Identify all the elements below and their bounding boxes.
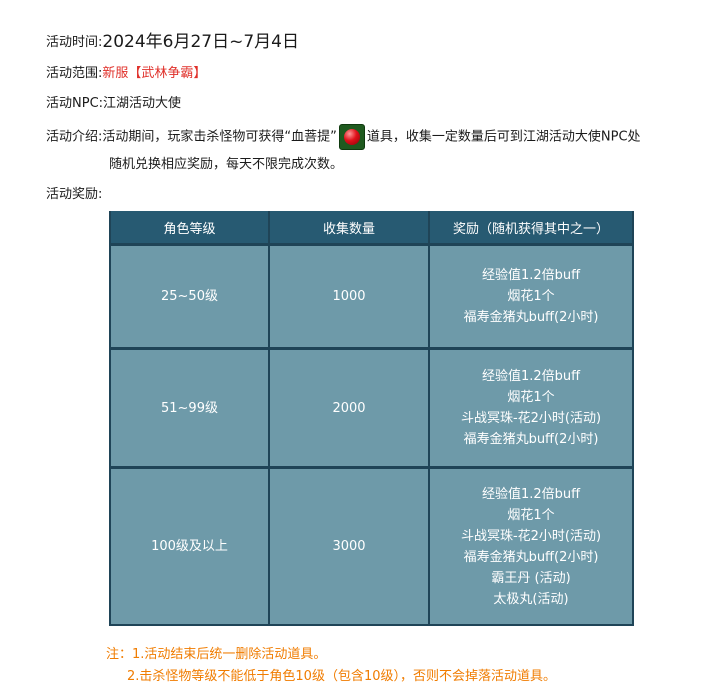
cell-count: 3000 [268,466,430,626]
event-intro-text-before: 活动期间，玩家击杀怪物可获得“血菩提” [102,129,337,145]
note-line-1: 注：1.活动结束后统一删除活动道具。 [106,645,326,665]
reward-item: 经验值1.2倍buff [481,486,581,502]
reward-item: 烟花1个 [507,289,555,304]
table-row: 51~99级 2000 经验值1.2倍buff 烟花1个 斗战冥珠-花2小时(活… [109,347,634,469]
reward-item: 斗战冥珠-花2小时(活动) [460,411,602,426]
reward-item: 福寿金猪丸buff(2小时) [463,432,599,447]
reward-item: 烟花1个 [507,507,555,523]
table-header-row: 角色等级 收集数量 奖励（随机获得其中之一） [109,211,634,245]
rewards-table: 角色等级 收集数量 奖励（随机获得其中之一） 25~50级 1000 经验值1.… [109,211,634,626]
event-scope-row: 活动范围:新服【武林争霸】 [46,64,206,84]
header-rewards: 奖励（随机获得其中之一） [428,211,634,245]
rewards-label: 活动奖励: [46,187,103,202]
reward-item: 福寿金猪丸buff(2小时) [463,549,599,565]
event-intro-line2-text: 随机兑换相应奖励，每天不限完成次数。 [109,157,344,172]
note-line-2: 2.击杀怪物等级不能低于角色10级（包含10级），否则不会掉落活动道具。 [127,667,556,687]
note-text-1: 1.活动结束后统一删除活动道具。 [132,647,327,662]
note-prefix: 注： [106,647,133,662]
cell-count: 1000 [268,243,430,350]
event-npc-value: 江湖活动大使 [103,96,182,111]
event-npc-row: 活动NPC:江湖活动大使 [46,94,181,114]
event-intro-text-after: 道具，收集一定数量后可到江湖活动大使NPC处 [366,129,641,145]
cell-level: 100级及以上 [109,466,270,626]
red-berry-icon [338,124,365,150]
cell-count: 2000 [268,347,430,469]
header-count: 收集数量 [268,211,430,245]
rewards-label-row: 活动奖励: [46,185,102,205]
event-intro-label: 活动介绍: [46,129,103,145]
reward-item: 斗战冥珠-花2小时(活动) [460,528,602,544]
event-npc-label: 活动NPC: [46,96,104,111]
event-time-row: 活动时间:2024年6月27日~7月4日 [46,32,299,53]
reward-item: 经验值1.2倍buff [481,369,581,384]
cell-rewards: 经验值1.2倍buff 烟花1个 斗战冥珠-花2小时(活动) 福寿金猪丸buff… [428,347,634,469]
event-scope-label: 活动范围: [46,66,103,81]
header-level: 角色等级 [109,211,270,245]
event-time-value: 2024年6月27日~7月4日 [102,32,299,52]
reward-item: 烟花1个 [507,390,555,405]
table-row: 25~50级 1000 经验值1.2倍buff 烟花1个 福寿金猪丸buff(2… [109,243,634,350]
event-intro-line2: 随机兑换相应奖励，每天不限完成次数。 [109,155,343,175]
cell-level: 25~50级 [109,243,270,350]
reward-item: 太极丸(活动) [493,591,569,607]
event-scope-value: 新服【武林争霸】 [102,66,207,81]
cell-level: 51~99级 [109,347,270,469]
reward-item: 经验值1.2倍buff [481,268,581,283]
reward-item: 霸王丹 (活动) [491,570,571,586]
note-text-2: 2.击杀怪物等级不能低于角色10级（包含10级），否则不会掉落活动道具。 [127,669,556,684]
table-row: 100级及以上 3000 经验值1.2倍buff 烟花1个 斗战冥珠-花2小时(… [109,466,634,626]
event-intro-row: 活动介绍:活动期间，玩家击杀怪物可获得“血菩提” 道具，收集一定数量后可到江湖活动… [46,124,641,150]
event-time-label: 活动时间: [46,35,103,50]
cell-rewards: 经验值1.2倍buff 烟花1个 福寿金猪丸buff(2小时) [428,243,634,350]
cell-rewards: 经验值1.2倍buff 烟花1个 斗战冥珠-花2小时(活动) 福寿金猪丸buff… [428,466,634,626]
reward-item: 福寿金猪丸buff(2小时) [463,310,599,325]
